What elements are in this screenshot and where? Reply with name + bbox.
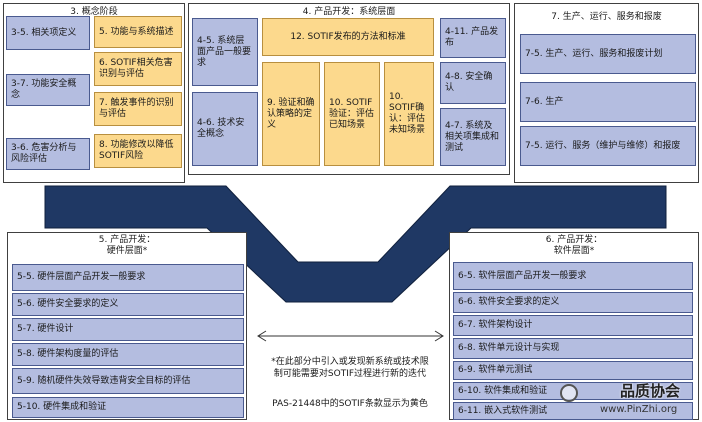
phase5-item-5[interactable]: 5-10. 硬件集成和验证	[12, 397, 244, 418]
phase3-blue-item-2[interactable]: 3-6. 危害分析与风险评估	[6, 138, 90, 170]
phase4-right-item-2[interactable]: 4-7. 系统及相关项集成和测试	[440, 108, 506, 166]
phase3-blue-item-0[interactable]: 3-5. 相关项定义	[6, 16, 90, 50]
phase4-mid-item-2[interactable]: 10. SOTIF确认：评估未知场景	[384, 62, 434, 166]
phase4-mid-item-0[interactable]: 9. 验证和确认策略的定义	[262, 62, 320, 166]
phase3-title: 3. 概念阶段	[70, 7, 118, 17]
phase4-release-criteria[interactable]: 12. SOTIF发布的方法和标准	[262, 18, 434, 56]
phase6-item-0[interactable]: 6-5. 软件层面产品开发一般要求	[453, 262, 693, 290]
phase7-item-0[interactable]: 7-5. 生产、运行、服务和报废计划	[520, 34, 696, 74]
watermark-url: www.PinZhi.org	[600, 404, 678, 415]
phase5-title: 5. 产品开发： 硬件层面*	[98, 235, 156, 256]
phase3-blue-item-1[interactable]: 3-7. 功能安全概念	[6, 74, 90, 106]
legend-note: PAS-21448中的SOTIF条款显示为黄色	[272, 399, 428, 409]
phase6-item-6[interactable]: 6-11. 嵌入式软件测试	[453, 402, 693, 420]
phase5-item-2[interactable]: 5-7. 硬件设计	[12, 318, 244, 341]
phase4-left-item-0[interactable]: 4-5. 系统层面产品一般要求	[192, 18, 258, 86]
watermark-logo-icon	[560, 384, 578, 402]
phase6-title: 6. 产品开发： 软件层面*	[545, 235, 603, 256]
phase3-yellow-item-1[interactable]: 6. SOTIF相关危害识别与评估	[94, 52, 182, 86]
phase4-mid-item-1[interactable]: 10. SOTIF验证：评估已知场景	[324, 62, 380, 166]
watermark: 品质协会 www.PinZhi.org	[560, 380, 700, 422]
watermark-name: 品质协会	[620, 382, 681, 400]
phase5-item-1[interactable]: 5-6. 硬件安全要求的定义	[12, 293, 244, 316]
phase5-item-3[interactable]: 5-8. 硬件架构度量的评估	[12, 343, 244, 366]
phase7-item-2[interactable]: 7-5. 运行、服务（维护与维修）和报废	[520, 126, 696, 166]
phase7-title: 7. 生产、运行、服务和报废	[551, 12, 662, 22]
phase6-item-3[interactable]: 6-8. 软件单元设计与实现	[453, 338, 693, 359]
phase4-title: 4. 产品开发：系统层面	[302, 7, 396, 17]
phase4-left-item-1[interactable]: 4-6. 技术安全概念	[192, 92, 258, 166]
v-band-shape	[44, 185, 667, 303]
phase4-right-item-0[interactable]: 4-11. 产品发布	[440, 18, 506, 58]
phase4-right-item-1[interactable]: 4-8. 安全确认	[440, 62, 506, 104]
phase5-item-0[interactable]: 5-5. 硬件层面产品开发一般要求	[12, 264, 244, 291]
phase6-item-2[interactable]: 6-7. 软件架构设计	[453, 315, 693, 336]
phase3-yellow-item-0[interactable]: 5. 功能与系统描述	[94, 16, 182, 48]
phase7-item-1[interactable]: 7-6. 生产	[520, 82, 696, 122]
iteration-note: *在此部分中引入或发现新系统或技术限 制可能需要对SOTIF过程进行新的迭代	[271, 357, 429, 379]
phase3-yellow-item-2[interactable]: 7. 触发事件的识别与评估	[94, 92, 182, 126]
phase6-item-4[interactable]: 6-9. 软件单元测试	[453, 361, 693, 380]
phase3-yellow-item-3[interactable]: 8. 功能修改以降低SOTIF风险	[94, 134, 182, 168]
phase6-item-1[interactable]: 6-6. 软件安全要求的定义	[453, 292, 693, 313]
phase5-item-4[interactable]: 5-9. 随机硬件失效导致违背安全目标的评估	[12, 368, 244, 394]
